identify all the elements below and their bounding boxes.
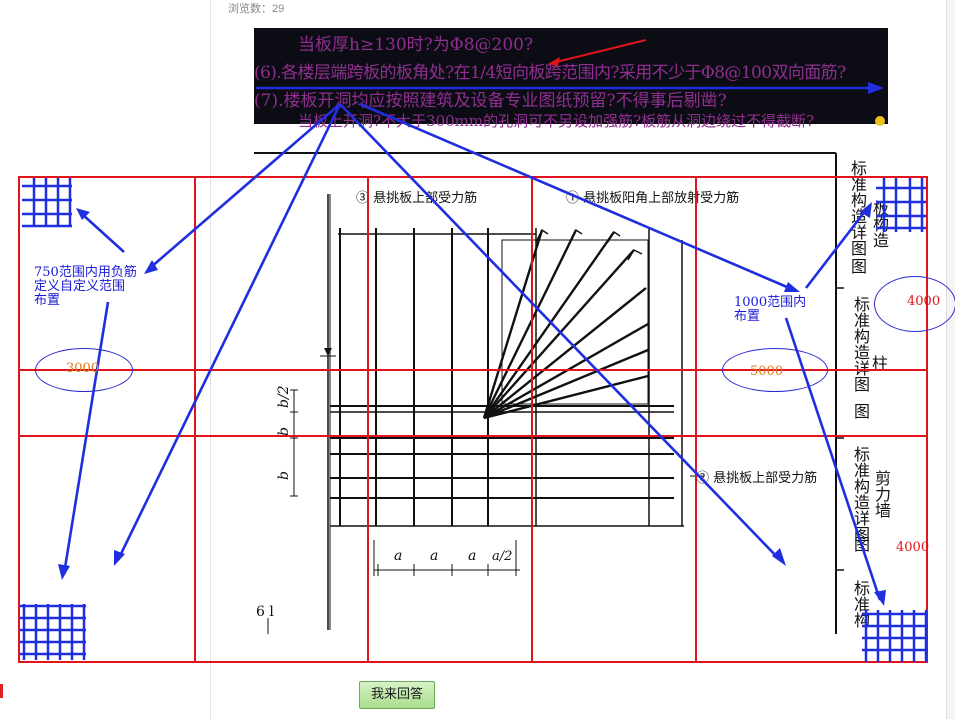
- label-bar-2: ② 悬挑板上部受力筋: [696, 470, 817, 486]
- dim-a-3: a: [468, 548, 476, 564]
- blue-arrows: [62, 86, 882, 601]
- dim-a-half: a/2: [492, 549, 512, 564]
- title-cell-2-tail: 图: [851, 403, 870, 419]
- table-side-2: 柱: [872, 354, 889, 373]
- mesh-bottom-left: [20, 604, 86, 660]
- ellipse-5000: [722, 348, 828, 392]
- answer-button[interactable]: 我来回答: [359, 681, 435, 709]
- footer-mark: 6 l: [256, 604, 274, 620]
- view-count: 浏览数：29: [228, 3, 285, 15]
- cursor-dot: [875, 116, 885, 126]
- spec-line-3: (7).楼板开洞均应按照建筑及设备专业图纸预留?不得事后剔凿?: [254, 91, 727, 111]
- note-1000-range: 1000范围内 布置: [734, 295, 807, 324]
- dim-a-2: a: [430, 548, 438, 564]
- dim-b-half: b/2: [276, 385, 292, 408]
- mesh-top-right: [876, 178, 926, 232]
- dim-a-1: a: [394, 548, 402, 564]
- dim-4000-bottom: 4000: [896, 540, 930, 555]
- right-scrollbar[interactable]: [946, 0, 955, 719]
- dim-b-2: b: [276, 471, 292, 480]
- dim-4000-top: 4000: [907, 294, 941, 309]
- embedded-screenshot-text: 当板厚h≥130时?为Φ8@200? (6).各楼层端跨板的板角处?在1/4短向…: [254, 28, 888, 130]
- title-cell-3-text: 标准构造详图: [851, 446, 870, 542]
- label-bar-3: ③ 悬挑板上部受力筋: [356, 190, 477, 206]
- ellipse-4000-top: [874, 276, 955, 332]
- ellipse-3000: [35, 348, 133, 392]
- spec-line-1: 当板厚h≥130时?为Φ8@200?: [298, 35, 534, 55]
- table-side-3: 剪力墙: [872, 470, 891, 518]
- dim-5000: 5000: [750, 364, 784, 379]
- spec-line-2: (6).各楼层端跨板的板角处?在1/4短向板跨范围内?采用不少于Φ8@100双向…: [254, 63, 846, 83]
- mesh-bottom-right: [862, 610, 928, 662]
- edge-marker: [0, 684, 3, 698]
- spec-line-4: 当板上开洞?不大于300mm的孔洞可不另设加强筋?板筋从洞边绕过不得截断?: [298, 112, 815, 130]
- dim-b-1: b: [276, 427, 292, 436]
- title-cell-1-text: 标准构造详图 图: [848, 160, 867, 274]
- reinforcement-drawing: ③ 悬挑板上部受力筋 ① 悬挑板阳角上部放射受力筋 ② 悬挑板上部受力筋 b/2…: [254, 152, 844, 634]
- note-750-range: 750范围内用负筋 定义自定义范围 布置: [34, 265, 137, 308]
- dim-3000: 3000: [66, 361, 100, 376]
- red-grid: [18, 176, 928, 663]
- title-cell-2-text: 标准构造详图: [851, 296, 870, 392]
- mesh-top-left: [22, 178, 72, 228]
